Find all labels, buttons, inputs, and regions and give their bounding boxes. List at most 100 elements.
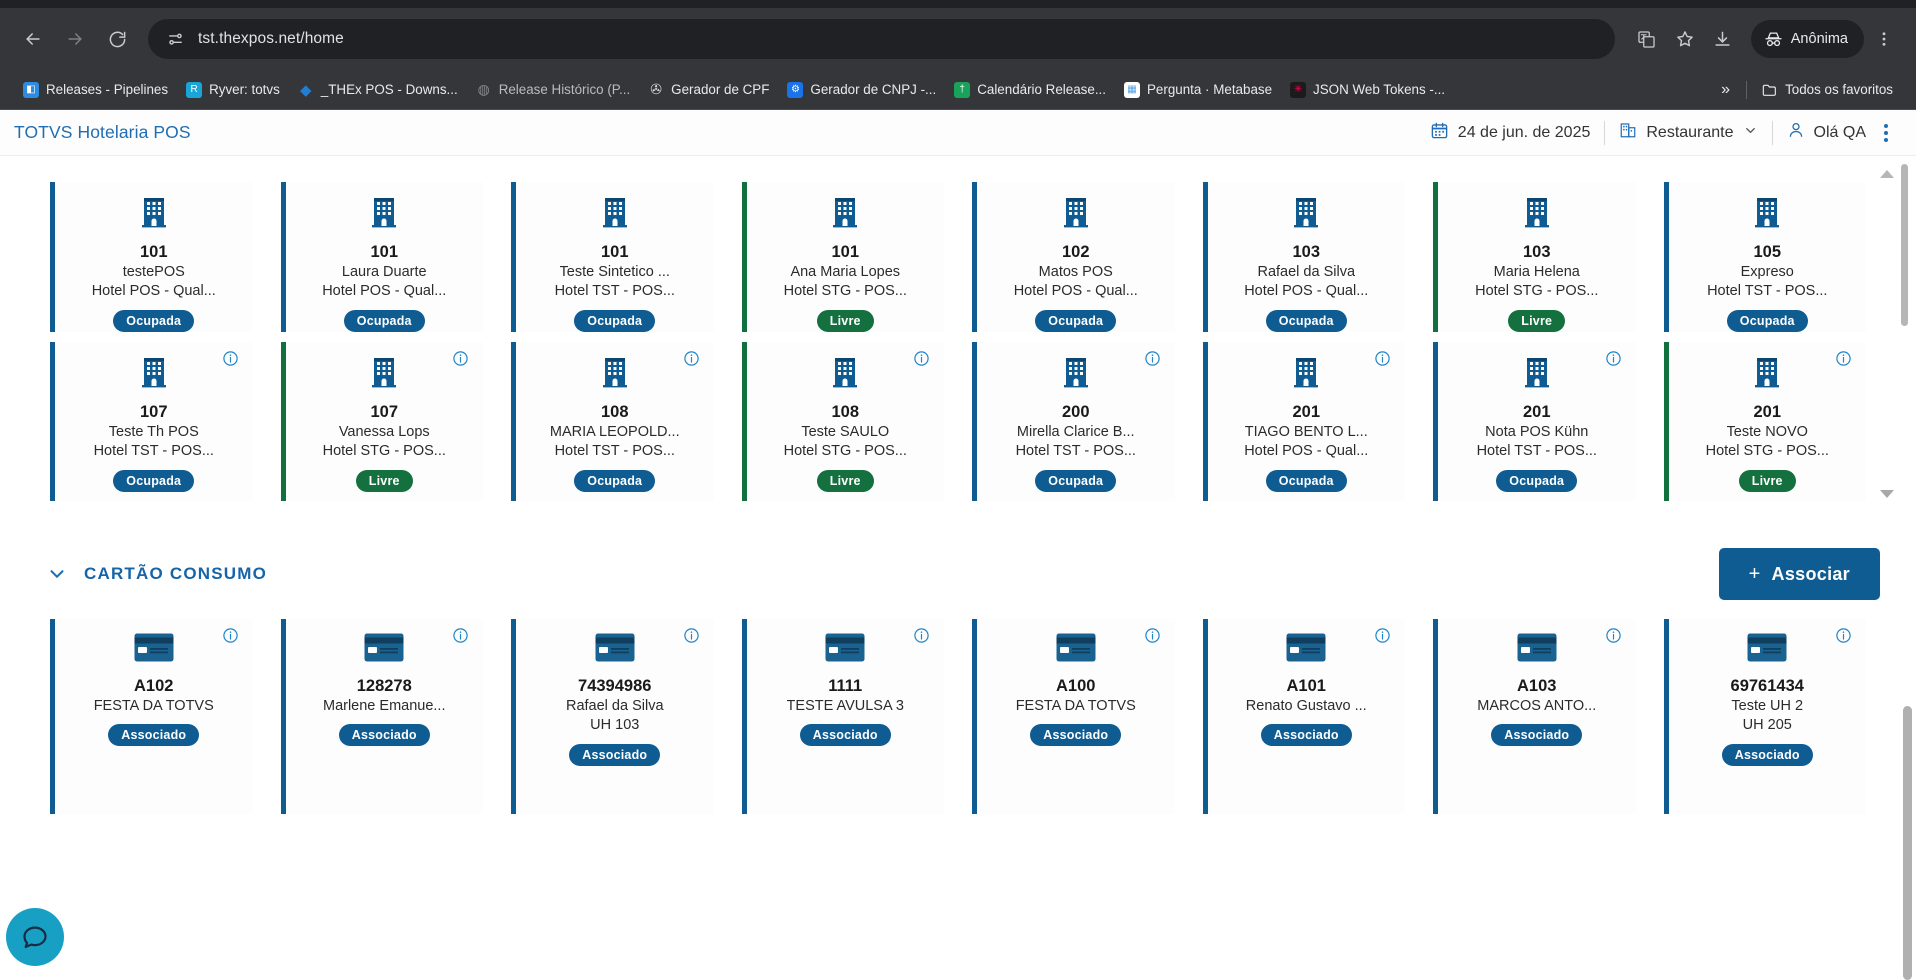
info-icon[interactable] — [452, 627, 469, 644]
page-scrollbar-thumb[interactable] — [1903, 706, 1912, 980]
info-icon[interactable] — [1374, 627, 1391, 644]
info-icon[interactable] — [222, 350, 239, 367]
consumo-card-name: Marlene Emanue... — [322, 697, 446, 714]
building-glyph — [1063, 358, 1088, 388]
address-bar[interactable]: tst.thexpos.net/home — [148, 19, 1615, 59]
associar-button[interactable]: + Associar — [1718, 548, 1880, 600]
info-icon[interactable] — [913, 627, 930, 644]
uh-scrollbar-thumb[interactable] — [1901, 164, 1908, 326]
building-icon — [600, 356, 630, 393]
uh-card-hotel: Hotel TST - POS... — [1476, 443, 1597, 460]
info-icon[interactable] — [683, 627, 700, 644]
current-date: 24 de jun. de 2025 — [1457, 123, 1591, 141]
chat-support-button[interactable] — [6, 908, 64, 966]
globe-icon: ◍ — [477, 81, 490, 98]
uh-card-guest: Laura Duarte — [341, 263, 427, 280]
site-settings-icon[interactable] — [162, 26, 188, 52]
bookmark-item[interactable]: †Calendário Release... — [945, 77, 1115, 103]
info-icon[interactable] — [1374, 350, 1391, 367]
calendar-icon — [1430, 121, 1449, 145]
app-menu-icon[interactable] — [1870, 123, 1896, 142]
bookmark-item[interactable]: ◆_THEx POS - Downs... — [289, 77, 467, 103]
date-selector[interactable]: 24 de jun. de 2025 — [1416, 121, 1605, 145]
info-icon[interactable] — [1835, 627, 1852, 644]
forward-button[interactable] — [56, 20, 94, 58]
info-icon[interactable] — [1144, 627, 1161, 644]
scroll-down-arrow[interactable] — [1880, 490, 1894, 498]
translate-icon[interactable] — [1629, 21, 1665, 57]
status-badge: Ocupada — [1265, 469, 1347, 492]
info-icon[interactable] — [1605, 627, 1622, 644]
info-icon[interactable] — [222, 627, 239, 644]
building-glyph — [1294, 198, 1319, 228]
chevron-down-icon[interactable] — [46, 563, 68, 585]
info-icon[interactable] — [1144, 350, 1161, 367]
bookmark-item[interactable]: ◍Release Histórico (P... — [467, 77, 639, 103]
building-icon — [1619, 121, 1637, 144]
credit-card-icon — [1747, 633, 1787, 667]
bookmark-item[interactable]: ✳JSON Web Tokens -... — [1281, 77, 1454, 103]
bookmark-item[interactable]: ⚙Gerador de CNPJ -... — [778, 77, 945, 103]
bookmark-star-icon[interactable] — [1667, 21, 1703, 57]
info-icon[interactable] — [913, 350, 930, 367]
info-icon[interactable] — [452, 350, 469, 367]
uh-card-guest: TIAGO BENTO L... — [1244, 423, 1368, 440]
bookmark-item[interactable]: ◧Releases - Pipelines — [14, 77, 177, 103]
uh-card-hotel: Hotel POS - Qual... — [1013, 283, 1138, 300]
scroll-up-arrow[interactable] — [1880, 170, 1894, 178]
globe-icon: ✇ — [650, 81, 663, 98]
all-bookmarks-button[interactable]: Todos os favoritos — [1753, 77, 1902, 103]
download-icon[interactable] — [1705, 21, 1741, 57]
bookmark-item[interactable]: ✇Gerador de CPF — [639, 77, 778, 103]
credit-card-glyph — [825, 633, 865, 662]
incognito-indicator[interactable]: Anônima — [1750, 20, 1864, 58]
building-glyph — [1524, 198, 1549, 228]
bookmark-label: Releases - Pipelines — [46, 82, 169, 97]
chrome-menu-icon[interactable] — [1866, 21, 1902, 57]
user-menu[interactable]: Olá QA — [1773, 121, 1870, 144]
reload-button[interactable] — [98, 20, 136, 58]
app-viewport: TOTVS Hotelaria POS 24 de jun. de 2025 — [0, 110, 1916, 980]
info-icon[interactable] — [1835, 350, 1852, 367]
info-icon[interactable] — [1605, 350, 1622, 367]
building-icon — [1061, 356, 1091, 393]
building-icon — [1291, 356, 1321, 393]
back-button[interactable] — [14, 20, 52, 58]
credit-card-icon — [1056, 633, 1096, 667]
consumo-card-code: A103 — [1517, 677, 1557, 695]
bookmarks-overflow-button[interactable]: » — [1721, 80, 1731, 98]
info-icon[interactable] — [683, 350, 700, 367]
outlet-selector[interactable]: Restaurante — [1605, 121, 1771, 144]
uh-card-code: 101 — [831, 243, 860, 262]
bookmark-item[interactable]: ▦Pergunta · Metabase — [1115, 77, 1281, 103]
